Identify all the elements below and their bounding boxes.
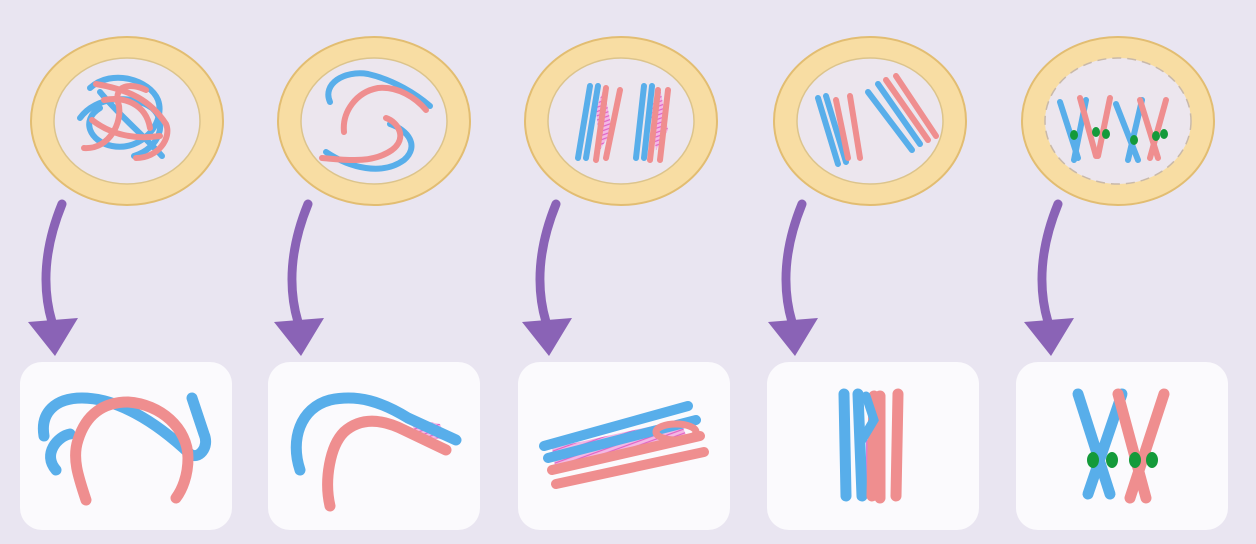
- cell-pachytene: [525, 37, 717, 205]
- cell-diakinesis: [1022, 37, 1214, 205]
- detail-pachytene: [544, 406, 704, 484]
- cell-leptotene: [31, 37, 223, 205]
- detail-leptotene: [43, 398, 205, 500]
- detail-diplotene: [844, 394, 898, 498]
- cell-zygotene: [278, 37, 470, 205]
- detail-zygotene: [296, 398, 456, 506]
- stage-arrows: [28, 204, 1074, 356]
- arrow-1: [46, 204, 62, 322]
- arrow-2: [292, 204, 308, 322]
- arrow-5: [1042, 204, 1058, 322]
- arrow-3: [540, 204, 556, 322]
- arrow-4: [786, 204, 802, 322]
- detail-diakinesis: [1078, 394, 1164, 498]
- cell-diplotene: [774, 37, 966, 205]
